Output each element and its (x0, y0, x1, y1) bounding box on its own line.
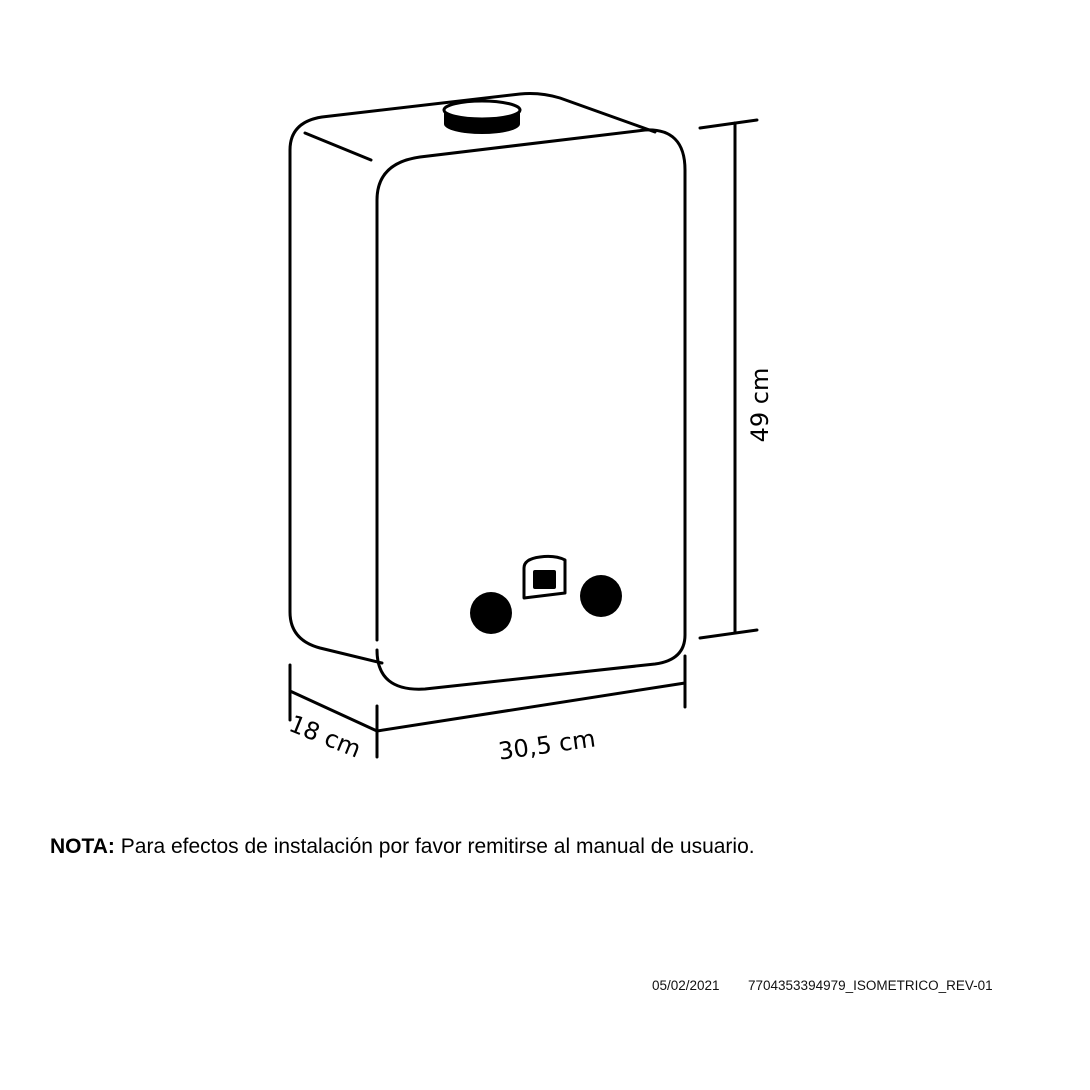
heater-side-outline (288, 92, 657, 665)
width-dimension-line (375, 681, 687, 733)
footer-date: 05/02/2021 (652, 978, 720, 993)
height-tick-top (698, 118, 759, 130)
heater-front-panel (375, 128, 687, 691)
depth-dimension-line (288, 689, 379, 733)
width-label: 30,5 cm (497, 724, 598, 765)
depth-label: 18 cm (285, 710, 365, 764)
note-text: Para efectos de instalación por favor re… (114, 835, 755, 858)
right-knob (580, 575, 622, 617)
display-window (522, 554, 567, 600)
installation-note: NOTA: Para efectos de instalación por fa… (50, 835, 755, 859)
flue-outlet (442, 99, 522, 134)
height-tick-bottom (698, 628, 759, 640)
heater-top-edge (303, 131, 373, 162)
footer-document-code: 7704353394979_ISOMETRICO_REV-01 (748, 978, 993, 993)
left-knob (470, 592, 512, 634)
height-label: 49 cm (746, 368, 774, 443)
note-label: NOTA: (50, 835, 115, 858)
